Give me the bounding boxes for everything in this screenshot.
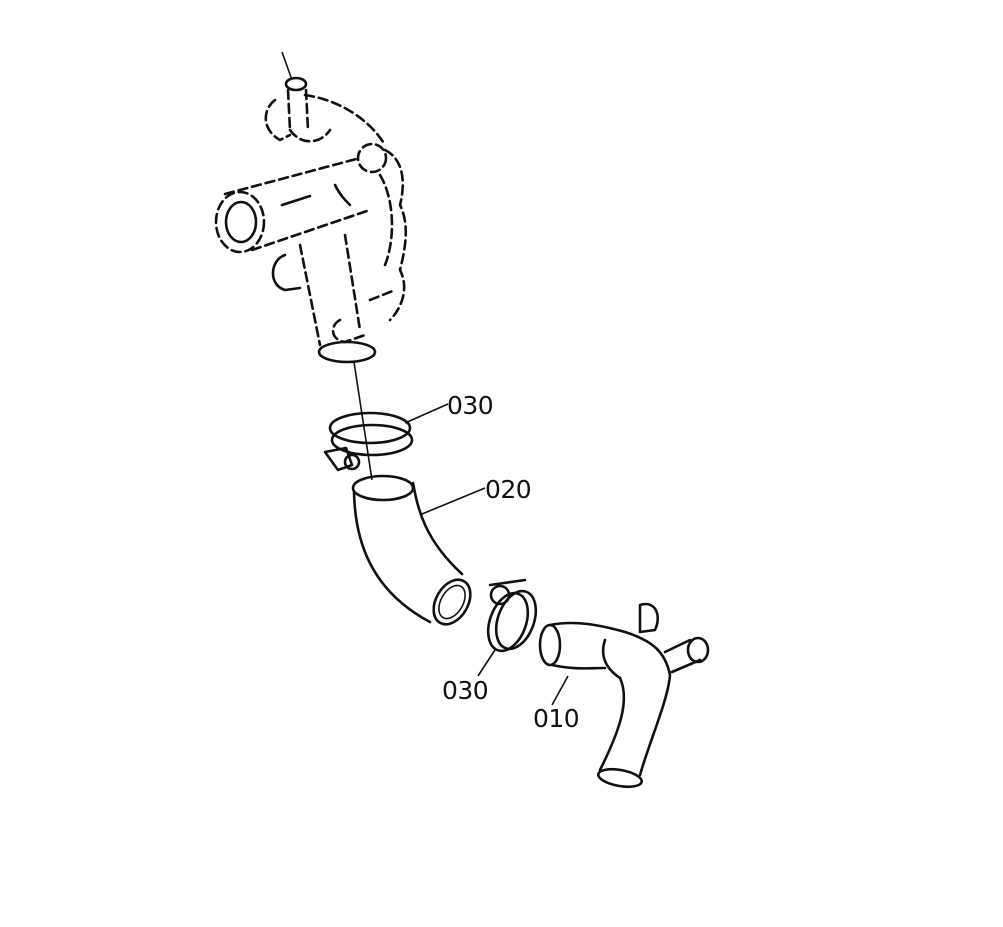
water-pipe-icon: [538, 602, 710, 789]
callout-010: 010: [533, 704, 580, 733]
leader-line-020: [421, 487, 486, 515]
hose-clamp-lower-icon: [486, 578, 538, 653]
leader-line-010: [551, 675, 569, 706]
leader-line-030-upper: [404, 403, 449, 424]
hose-clamp-upper-icon: [323, 411, 414, 472]
callout-030-lower: 030: [442, 676, 489, 705]
callout-020: 020: [485, 475, 532, 504]
leader-line-030-lower: [477, 649, 496, 677]
callout-030-upper: 030: [447, 391, 494, 420]
leader-line-top: [281, 51, 293, 81]
assembly-line-1: [353, 361, 373, 481]
water-pump-icon: [214, 76, 408, 364]
water-hose-icon: [351, 474, 472, 626]
